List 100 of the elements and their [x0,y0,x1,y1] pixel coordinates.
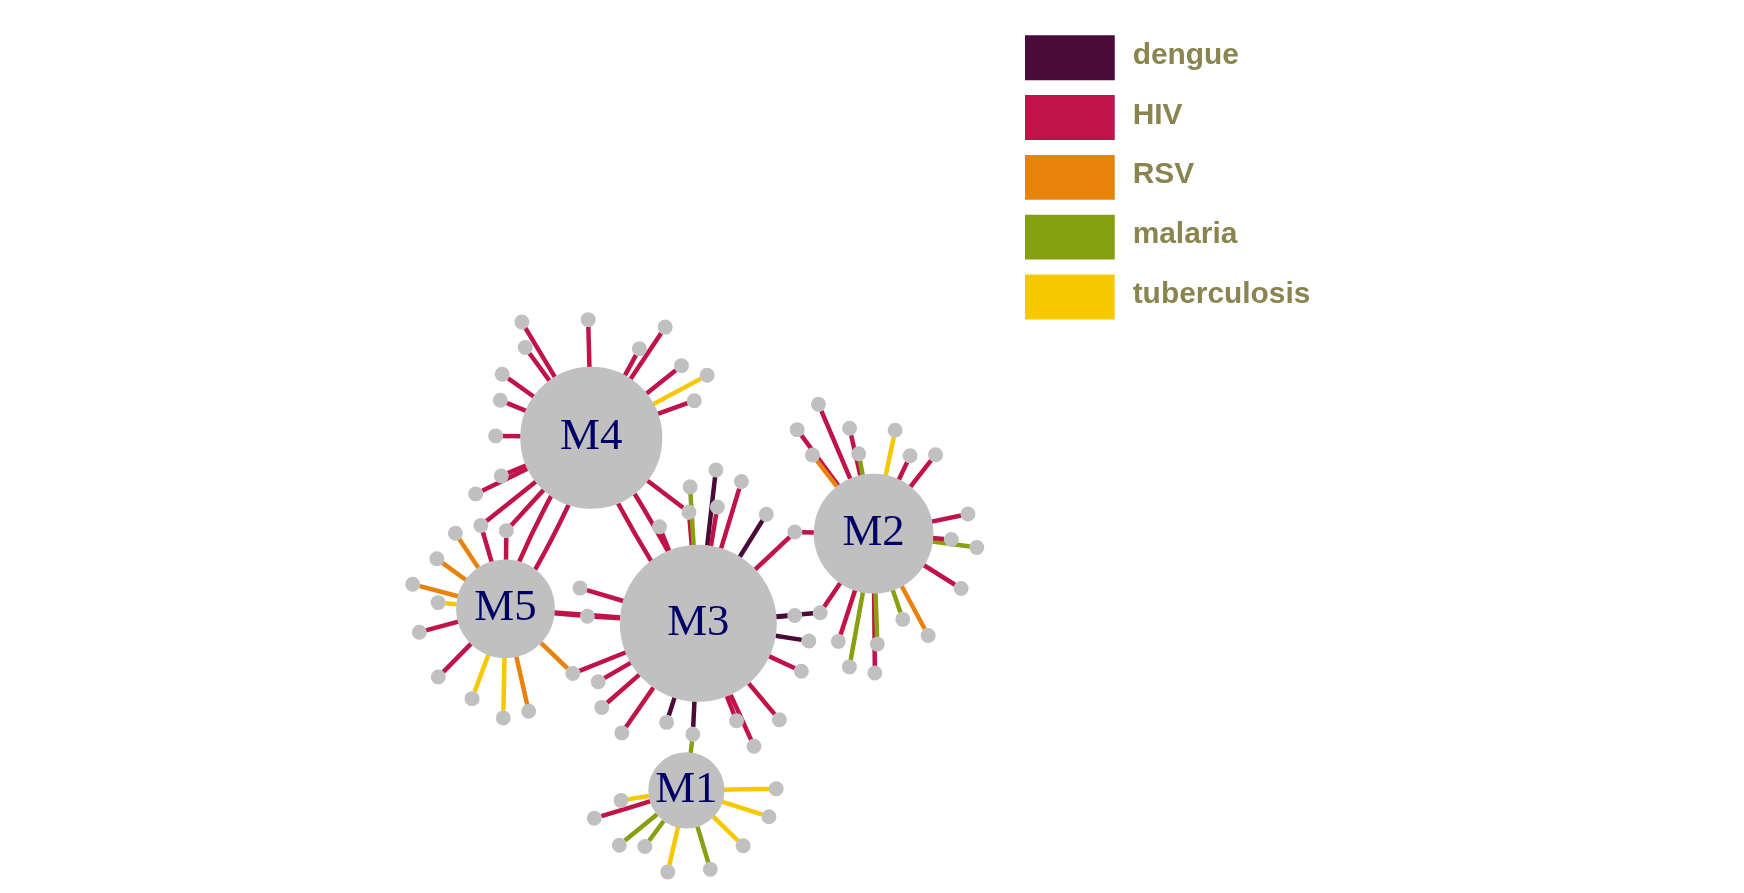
node-circle [894,611,910,627]
connector [931,535,944,542]
connector [444,601,457,607]
node-circle [495,710,511,726]
node-circle [707,462,723,478]
connector [456,537,480,570]
connector [615,502,653,563]
node-circle: M3 [619,544,777,702]
connector [623,686,655,729]
connector [585,326,592,368]
node-circle [960,506,975,522]
connector [626,793,649,802]
node-circle [404,576,420,592]
node-circle: M2 [813,473,933,594]
node-circle [520,703,536,719]
connector [908,458,933,489]
connector [711,815,740,843]
connector [424,619,459,633]
node-circle [699,367,715,383]
connector [578,650,627,673]
node-circle [493,468,509,484]
node-circle [927,447,943,463]
connector [501,433,521,439]
node-circle [494,366,510,382]
node-circle [498,523,514,539]
node-circle [789,422,805,438]
node-circle [793,663,809,679]
connector [506,376,535,399]
node-circle [572,580,587,596]
node-circle [411,624,427,640]
node-circle [943,532,959,547]
node-circle [768,781,784,797]
node-circle [467,486,483,502]
node-circle [902,448,918,464]
node-circle [786,524,802,540]
connector [883,436,896,476]
connector [506,463,527,476]
node-circle [658,714,674,730]
node-circle [613,725,629,741]
node-circle [579,608,595,624]
connector [644,368,677,396]
node-circle [953,581,969,597]
node-circle [786,608,802,623]
node-circle [887,422,903,438]
node-circle [869,636,885,652]
connector [480,466,528,493]
node-circle [611,837,627,853]
node-circle [920,628,936,643]
node-circle [709,499,725,515]
connector [659,532,671,552]
connector [666,696,677,717]
connector [508,488,545,527]
node-circle [812,605,828,621]
legend-label: malaria [1132,216,1237,250]
node-circle [771,712,787,728]
connector [527,351,551,382]
connector [837,589,857,636]
node-circle [517,340,533,355]
connector [724,694,736,716]
node-circle: M4 [519,366,662,509]
connector [818,410,852,480]
connector [721,799,763,817]
node-circle [636,839,652,854]
connector [890,589,903,614]
connector [775,611,813,619]
node-circle [800,633,816,649]
connector [538,641,569,671]
node-circle [659,864,675,880]
connector [737,518,765,558]
node-circle [866,665,882,681]
node-circle [746,738,761,754]
connector [503,537,508,560]
node-circle [684,726,700,742]
connector [931,539,970,549]
node-circle [841,659,857,675]
connector [686,519,694,546]
connector [440,561,467,582]
connector [472,653,490,693]
node-circle [613,792,628,808]
node-circle [810,396,826,412]
connector [690,701,697,727]
connector [484,479,537,523]
node-circle [968,540,984,555]
node-circle [728,713,744,729]
connector [814,459,839,488]
node-circle [735,838,751,854]
connector [821,581,842,609]
connector [516,494,553,563]
legend-label: RSV [1132,156,1194,190]
node-circle [850,446,866,462]
connector [718,487,741,550]
node-circle [564,666,580,681]
node-circle [580,312,596,328]
connector [522,326,557,379]
connector [632,492,670,553]
node-circle [590,674,606,690]
legend-label: HIV [1132,96,1182,130]
node-circle [430,595,446,611]
connector [871,592,877,667]
connector [645,478,684,510]
